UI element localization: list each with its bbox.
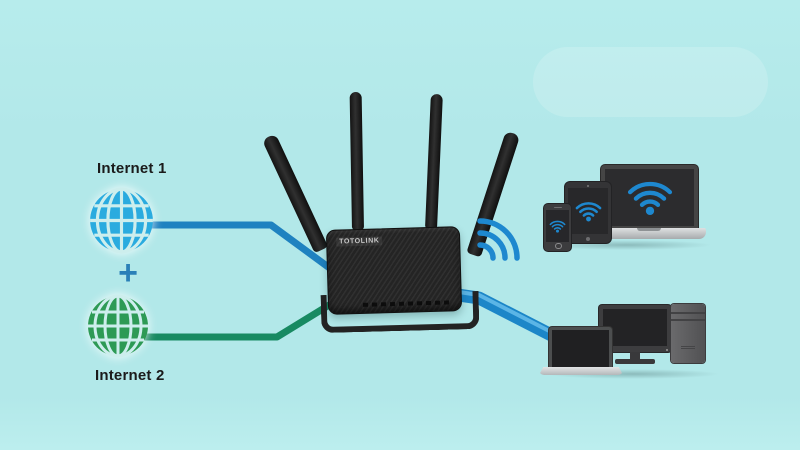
laptop-screen [605,169,694,226]
tower-ridge [671,312,705,314]
wireless-laptop-icon [601,165,698,228]
wireless-group-shadow [540,240,712,250]
tablet-icon [565,182,611,243]
router-antenna-icon [349,91,364,231]
monitor-power-led [666,348,668,351]
laptop-screen [552,330,609,367]
internet-2-globe-icon [88,294,148,358]
decorative-pill [533,47,768,117]
desktop-tower-icon [671,304,705,363]
internet-1-label: Internet 1 [97,160,167,177]
monitor-stand-neck [630,352,640,360]
tablet-camera-dot [587,184,589,187]
smartphone-icon [544,204,571,251]
tablet-home-button [586,236,590,241]
wired-laptop-icon [549,327,612,368]
tablet-screen [568,188,608,234]
tower-ridge [671,319,705,321]
laptop-keyboard-deck [539,367,623,375]
wired-group-shadow [545,369,720,379]
internet-2-label: Internet 2 [95,367,165,384]
phone-speaker [553,206,562,209]
wifi-waves-icon [477,218,520,261]
laptop-hinge-notch [637,228,661,231]
plus-sign: + [118,254,138,292]
monitor-stand-base [615,359,655,364]
monitor-icon [599,305,671,352]
router-vents [362,300,451,307]
router: TOTOLINK [325,226,463,315]
router-brand-label: TOTOLINK [336,236,383,247]
wan1-line [148,221,353,286]
wifi-icon [575,201,601,222]
tower-vent [681,345,695,349]
phone-home-button [554,242,562,250]
internet-1-globe-icon [90,187,153,254]
monitor-screen [603,309,667,346]
wifi-icon [627,180,673,216]
laptop-keyboard-deck [592,228,706,239]
wifi-icon [549,220,566,233]
phone-screen [546,210,569,242]
